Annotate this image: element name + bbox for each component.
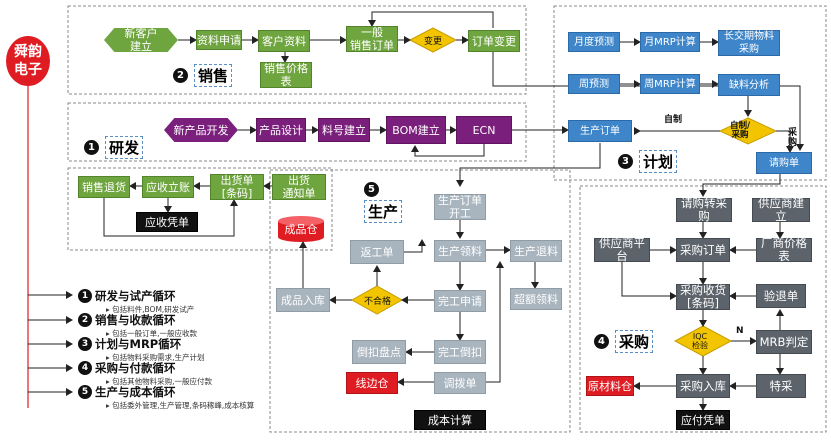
node-unqualified: 不合格 xyxy=(364,297,392,307)
node-ecn[interactable]: ECN xyxy=(456,116,512,144)
node-purchase-requisition[interactable]: 请购单 xyxy=(756,152,812,174)
section-label-production: 5 生产 xyxy=(364,182,403,223)
legend-subtitle: 包括其他物料采购,一般应付款 xyxy=(112,377,213,386)
node-ar-voucher[interactable]: 应收凭单 xyxy=(136,212,198,232)
node-fg-warehouse[interactable]: 成品仓 xyxy=(284,222,318,236)
node-shipment-notice[interactable]: 出货 通知单 xyxy=(272,174,326,200)
legend-title: 生产与成本循环 xyxy=(95,385,176,399)
section-label-purchase: 4 采购 xyxy=(594,330,654,353)
legend-title: 采购与付款循环 xyxy=(95,361,176,375)
node-production-return[interactable]: 生产退料 xyxy=(510,240,562,262)
section-label-sales: 2 销售 xyxy=(173,64,233,87)
node-customer-data[interactable]: 客户资料 xyxy=(258,30,310,52)
node-completion-request[interactable]: 完工申请 xyxy=(434,290,486,312)
node-new-customer[interactable]: 新客户 建立 xyxy=(104,28,178,52)
node-purchase-receipt[interactable]: 采购收货 [条码] xyxy=(676,284,730,310)
label-self-made: 自制 xyxy=(664,115,683,125)
node-backflush-count[interactable]: 倒扣盘点 xyxy=(352,340,406,364)
section-title: 销售 xyxy=(194,64,233,87)
node-data-request[interactable]: 资料申请 xyxy=(196,30,242,50)
node-transfer-order[interactable]: 调拨单 xyxy=(434,372,486,394)
node-bom-setup[interactable]: BOM建立 xyxy=(386,116,446,144)
node-production-order-plan[interactable]: 生产订单 xyxy=(568,120,632,142)
node-monthly-mrp[interactable]: 月MRP计算 xyxy=(640,32,700,52)
legend-subtitle: 包括物料采购需求,生产计划 xyxy=(112,353,205,362)
node-supplier-platform[interactable]: 供应商平台 xyxy=(594,237,650,263)
section-number: 2 xyxy=(173,68,188,83)
node-part-no-setup[interactable]: 料号建立 xyxy=(318,118,370,142)
node-new-product-dev[interactable]: 新产品开发 xyxy=(164,118,238,142)
section-number: 3 xyxy=(618,154,633,169)
node-purchase-inbound[interactable]: 采购入库 xyxy=(676,374,730,398)
node-order-change[interactable]: 订单变更 xyxy=(468,30,520,52)
node-special-purchase[interactable]: 特采 xyxy=(756,374,806,398)
legend-title: 销售与收款循环 xyxy=(95,313,176,327)
section-title: 研发 xyxy=(105,136,144,159)
section-number: 4 xyxy=(594,334,609,349)
section-title: 计划 xyxy=(639,150,678,173)
legend-title: 研发与试产循环 xyxy=(95,289,176,303)
legend-title: 计划与MRP循环 xyxy=(95,337,182,351)
node-shortage-analysis[interactable]: 缺料分析 xyxy=(718,74,780,96)
node-sales-price-table[interactable]: 销售价格 表 xyxy=(260,62,312,88)
legend-subtitle: 包括料件,BOM,研发试产 xyxy=(112,305,195,314)
node-raw-material-wh[interactable]: 原材料仓 xyxy=(586,376,634,396)
legend-number: 5 xyxy=(78,385,92,399)
node-product-design[interactable]: 产品设计 xyxy=(256,118,306,142)
fg-warehouse-shape xyxy=(278,216,324,242)
node-weekly-forecast[interactable]: 周预测 xyxy=(568,74,620,94)
node-change: 变更 xyxy=(424,37,443,47)
section-title: 采购 xyxy=(615,330,654,353)
node-ar-account[interactable]: 应收立账 xyxy=(142,176,194,198)
node-long-lead-purchase[interactable]: 长交期物料 采购 xyxy=(718,30,780,56)
section-number: 1 xyxy=(84,140,99,155)
section-title: 生产 xyxy=(364,200,403,223)
node-iqc: IQC 检验 xyxy=(692,332,708,350)
node-vendor-price-table[interactable]: 厂商价格表 xyxy=(756,237,812,263)
legend-number: 4 xyxy=(78,361,92,375)
legend-number: 2 xyxy=(78,313,92,327)
legend-subtitle: 包括一般订单,一般应收款 xyxy=(112,329,198,338)
node-line-warehouse[interactable]: 线边仓 xyxy=(346,372,398,394)
label-purchase: 采 购 xyxy=(788,128,798,148)
section-label-plan: 3 计划 xyxy=(618,150,678,173)
node-supplier-setup[interactable]: 供应商建立 xyxy=(752,197,810,223)
node-weekly-mrp[interactable]: 周MRP计算 xyxy=(640,74,700,94)
node-rework-order[interactable]: 返工单 xyxy=(350,240,404,264)
legend-subtitle: 包括委外管理,生产管理,条码稼峰,成本核算 xyxy=(112,401,255,410)
legend-number: 1 xyxy=(78,289,92,303)
node-cost-calc[interactable]: 成本计算 xyxy=(414,410,486,430)
node-completion-backflush[interactable]: 完工倒扣 xyxy=(434,340,486,364)
node-over-issue[interactable]: 超额领料 xyxy=(510,288,562,310)
node-general-sales-order[interactable]: 一般 销售订单 xyxy=(346,26,398,52)
section-label-rnd: 1 研发 xyxy=(84,136,144,159)
node-shipment[interactable]: 出货单 [条码] xyxy=(210,174,264,200)
section-number: 5 xyxy=(364,182,379,197)
node-production-issue[interactable]: 生产领料 xyxy=(434,240,486,262)
node-purchase-order[interactable]: 采购订单 xyxy=(676,238,730,262)
node-make-buy: 自制/ 采购 xyxy=(730,121,751,140)
node-annual-forecast[interactable]: 月度预测 xyxy=(568,32,620,52)
node-fg-receipt[interactable]: 成品入库 xyxy=(276,288,330,312)
node-inspection-order[interactable]: 验退单 xyxy=(756,284,806,308)
label-iqc-n: N xyxy=(736,326,744,336)
node-production-order-start[interactable]: 生产订单 开工 xyxy=(434,194,486,220)
company-logo: 舜韵 电子 xyxy=(6,36,50,86)
node-sales-return[interactable]: 销售退货 xyxy=(78,176,130,198)
node-req-to-purchase[interactable]: 请购转采购 xyxy=(676,197,732,223)
node-mrb[interactable]: MRB判定 xyxy=(756,330,812,354)
legend-number: 3 xyxy=(78,337,92,351)
node-ap-voucher[interactable]: 应付凭单 xyxy=(676,410,730,430)
